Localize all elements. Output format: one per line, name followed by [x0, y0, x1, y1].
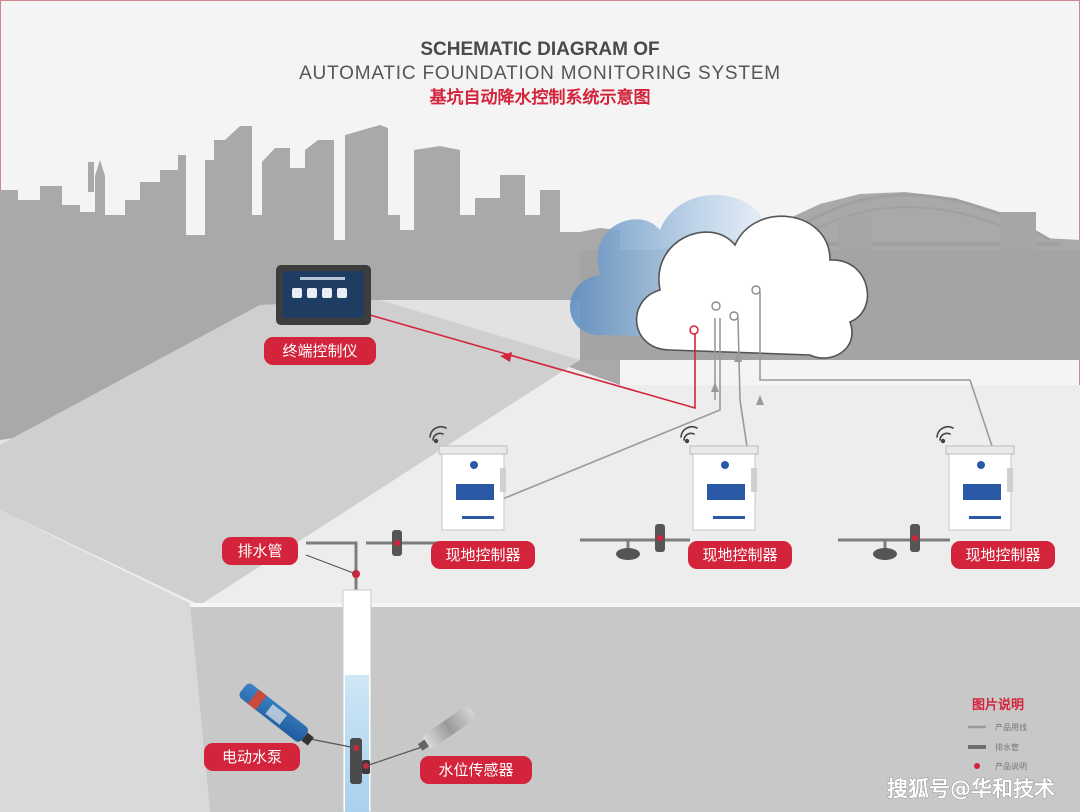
cable-connectors — [711, 285, 761, 321]
label-pump: 电动水泵 — [204, 743, 300, 771]
cloud-icon — [570, 194, 869, 359]
legend-item-pipe: 排水管 — [995, 742, 1019, 752]
signal-arrow — [500, 352, 512, 362]
legend-item-cable: 产品用线 — [995, 722, 1027, 732]
drain-pipe-label: 排水管 — [237, 542, 282, 560]
pump-label: 电动水泵 — [222, 748, 282, 766]
label-controller-3: 现地控制器 — [951, 541, 1055, 569]
well-shaft — [342, 589, 372, 812]
cloud-connector-red — [689, 325, 699, 335]
controller-label-2: 现地控制器 — [702, 546, 777, 564]
cable-arrows — [711, 352, 764, 405]
legend-item-product: 产品说明 — [995, 761, 1027, 771]
legend-title: 图片说明 — [972, 697, 1024, 713]
label-controller-2: 现地控制器 — [688, 541, 792, 569]
terminal-label: 终端控制仪 — [282, 342, 357, 360]
title-line-1: SCHEMATIC DIAGRAM OF — [420, 39, 659, 60]
sensor-label: 水位传感器 — [438, 761, 513, 779]
excavation-slope — [0, 300, 580, 605]
field-controller-2 — [689, 445, 759, 531]
field-controller-3 — [945, 445, 1015, 531]
bridge-pylons — [838, 212, 1036, 256]
field-controller-1 — [438, 445, 508, 531]
label-drain-pipe: 排水管 — [222, 537, 298, 565]
pump-icon — [239, 683, 314, 746]
sensor-icon — [417, 706, 475, 751]
controller-label-3: 现地控制器 — [965, 546, 1040, 564]
title-line-2: AUTOMATIC FOUNDATION MONITORING SYSTEM — [299, 63, 781, 84]
label-sensor: 水位传感器 — [420, 756, 532, 784]
control-signal-line — [369, 314, 696, 410]
wifi-icon — [429, 425, 954, 444]
watermark: 搜狐号@华和技术 — [887, 777, 1055, 801]
pit-wall-left — [0, 510, 210, 812]
tablet-icon — [276, 265, 371, 325]
label-terminal: 终端控制仪 — [264, 337, 376, 365]
pit-wall-front — [190, 605, 1080, 812]
label-controller-1: 现地控制器 — [431, 541, 535, 569]
legend: 图片说明 产品用线 排水管 产品说明 — [968, 697, 1027, 771]
controller-label-1: 现地控制器 — [445, 546, 520, 564]
title-line-3: 基坑自动降水控制系统示意图 — [429, 87, 651, 108]
